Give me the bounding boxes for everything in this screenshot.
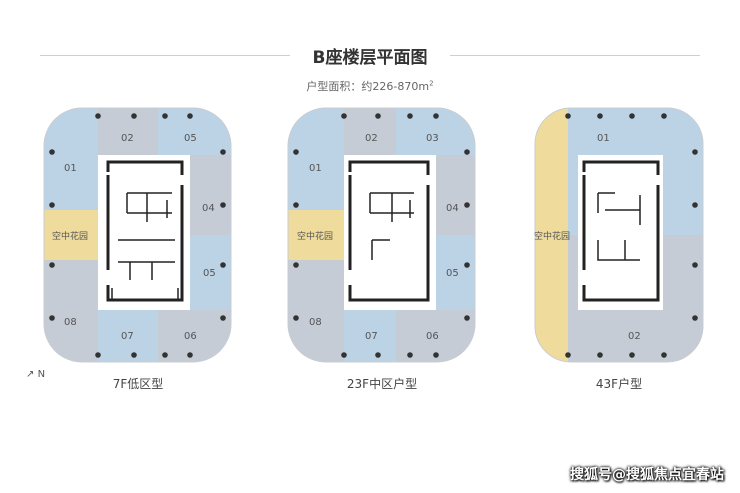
plan-title: B座楼层平面图 bbox=[312, 48, 428, 68]
unit-label-07: 07 bbox=[365, 331, 378, 342]
sky-garden-area bbox=[44, 210, 98, 260]
unit-area-04 bbox=[190, 155, 231, 235]
sky-garden-area bbox=[288, 210, 344, 260]
core-area bbox=[98, 155, 190, 310]
sky-garden-area bbox=[535, 108, 568, 362]
unit-area-08 bbox=[44, 260, 98, 362]
unit-label-01: 01 bbox=[309, 163, 322, 174]
unit-label-05-top: 05 bbox=[184, 133, 197, 144]
unit-area-07 bbox=[344, 310, 396, 362]
sky-garden-label: 空中花园 bbox=[534, 230, 570, 242]
unit-area-02 bbox=[344, 108, 396, 155]
title-line-left bbox=[40, 55, 290, 56]
unit-label-01: 01 bbox=[64, 163, 77, 174]
title-line-right bbox=[450, 55, 700, 56]
unit-area-01 bbox=[288, 108, 344, 210]
unit-label-07: 07 bbox=[121, 331, 134, 342]
unit-label-08: 08 bbox=[309, 317, 322, 328]
unit-label-02: 02 bbox=[365, 133, 378, 144]
unit-label-04: 04 bbox=[202, 203, 215, 214]
sky-garden-label: 空中花园 bbox=[297, 230, 333, 242]
plan-43f: 01 02 空中花园 bbox=[534, 107, 704, 363]
unit-label-08: 08 bbox=[64, 317, 77, 328]
watermark: 搜狐号@搜狐焦点宜春站 bbox=[570, 467, 724, 483]
plan-7f: 01 02 05 04 05 06 07 08 空中花园 bbox=[43, 107, 232, 363]
unit-area-05 bbox=[436, 235, 475, 310]
unit-label-05: 05 bbox=[446, 268, 459, 279]
area-subtitle: 户型面积：约226-870m2 bbox=[306, 79, 434, 93]
unit-area-02 bbox=[98, 108, 158, 155]
unit-label-05: 05 bbox=[203, 268, 216, 279]
unit-label-02: 02 bbox=[121, 133, 134, 144]
unit-area-08 bbox=[288, 260, 344, 362]
unit-label-01: 01 bbox=[597, 133, 610, 144]
unit-area-05a bbox=[158, 108, 231, 155]
plan-23f: 01 02 03 04 05 06 07 08 空中花园 bbox=[287, 107, 476, 363]
unit-label-04: 04 bbox=[446, 203, 459, 214]
sky-garden-label: 空中花园 bbox=[52, 230, 88, 242]
unit-label-06: 06 bbox=[426, 331, 439, 342]
unit-area-04 bbox=[436, 155, 475, 235]
plan-caption-23f: 23F中区户型 bbox=[346, 377, 418, 391]
unit-area-07 bbox=[98, 310, 158, 362]
plan-caption-43f: 43F户型 bbox=[595, 377, 643, 391]
unit-label-06: 06 bbox=[184, 331, 197, 342]
north-arrow-icon: ↗ N bbox=[26, 369, 46, 380]
core-area bbox=[344, 155, 436, 310]
core-area bbox=[578, 155, 663, 310]
unit-area-05b bbox=[190, 235, 231, 310]
unit-label-02: 02 bbox=[628, 331, 641, 342]
plan-caption-7f: 7F低区型 bbox=[112, 377, 164, 391]
unit-label-03: 03 bbox=[426, 133, 439, 144]
unit-area-01 bbox=[44, 108, 98, 210]
